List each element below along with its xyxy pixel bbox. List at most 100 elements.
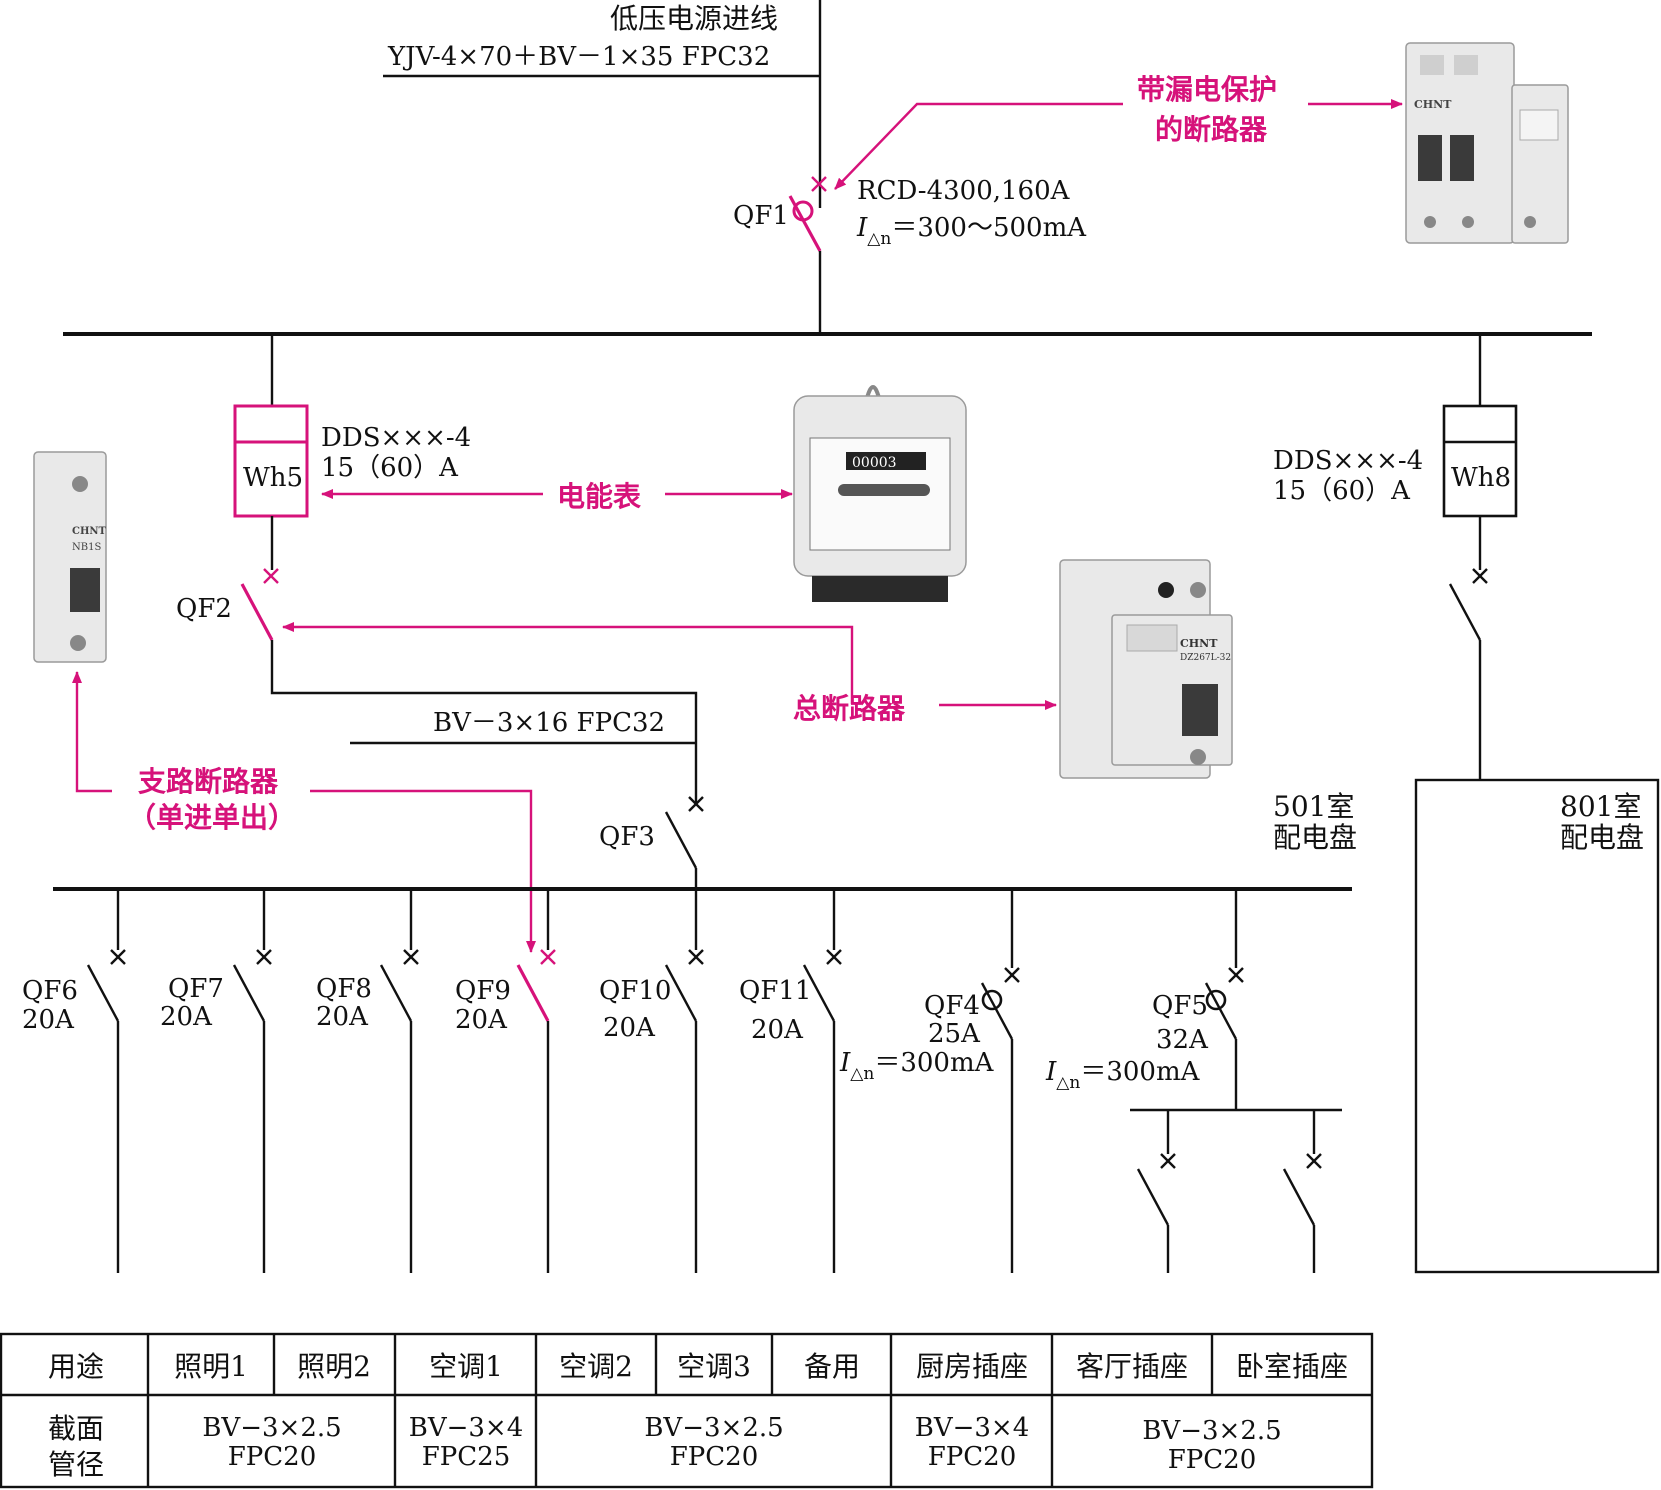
qf1-model: RCD-4300,160A (857, 176, 1071, 206)
wh5-model: DDS×××-4 (321, 423, 471, 453)
qf3-blade (664, 811, 698, 869)
meter-photo-digits: 00003 (852, 455, 897, 471)
qf4-residual-circle (981, 989, 1003, 1011)
wh8-box (1442, 404, 1518, 518)
qf2-label: QF2 (176, 594, 232, 624)
incoming-cable-label: YJV-4×70＋BV－1×35 FPC32 (387, 42, 770, 72)
main-photo-screw-c (1190, 749, 1206, 765)
rcd-photo-screw (1424, 216, 1436, 228)
rcd-photo-terminal (1420, 55, 1444, 75)
mcb-photo-brand: CHNT (72, 526, 107, 537)
qf1-breaker: QF1 RCD-4300,160A I△n＝300～500mA (733, 176, 1087, 334)
meter-photo-counter (846, 452, 926, 470)
table-row2-header-line2: 管径 (48, 1448, 104, 1481)
branch-qf11: QF11 20A (739, 889, 842, 1273)
main-photo-brand: CHNT (1180, 637, 1218, 650)
qf1-label: QF1 (733, 201, 789, 231)
qf10-label: QF10 (599, 976, 671, 1006)
qf2-to-qf3-line (270, 640, 698, 805)
qf4-residual-symbol: I (839, 1048, 851, 1078)
branch-qf6: QF6 20A (22, 889, 126, 1273)
wh8-rating: 15（60）A (1273, 476, 1411, 506)
qf5-residual-sub: △n (1056, 1073, 1080, 1093)
branch-qf9: QF9 20A (455, 889, 556, 1273)
rcd-breaker-photo: CHNT (1405, 42, 1569, 244)
table-use-cell-e: 空调3 (677, 1350, 751, 1383)
qf11-blade (802, 964, 836, 1022)
qf11-label: QF11 (739, 976, 811, 1006)
branch-breaker-photo: CHNT NB1S (33, 451, 107, 663)
wh8-model: DDS×××-4 (1273, 446, 1423, 476)
mcb-photo-model: NB1S (72, 542, 101, 553)
main-breaker-callout-text: 总断路器 (793, 692, 906, 725)
feeder-cable-label: BV－3×16 FPC32 (433, 708, 665, 738)
table-spec-line2: FPC20 (228, 1442, 317, 1472)
qf3-label: QF3 (599, 822, 655, 852)
qf9-rating: 20A (455, 1005, 508, 1035)
qf8-blade (379, 964, 413, 1022)
qf2-breaker: QF2 (176, 568, 698, 805)
qf4-residual-sub: △n (850, 1064, 874, 1084)
qf5-residual-symbol: I (1045, 1057, 1057, 1087)
qf4-label: QF4 (924, 991, 980, 1021)
main-photo-model: DZ267L-32 (1180, 653, 1231, 663)
incoming-supply: 低压电源进线 YJV-4×70＋BV－1×35 FPC32 (383, 0, 822, 208)
table-spec-line2-d: FPC20 (928, 1442, 1017, 1472)
qf1-residual-value: ＝300～500mA (891, 213, 1087, 243)
qf11-rating: 20A (751, 1015, 804, 1045)
table-spec-line1-d: BV−3×4 (915, 1413, 1030, 1443)
wh8-breaker-blade (1448, 583, 1482, 641)
branch-callout-arrow-up (72, 671, 112, 793)
qf5-residual-value: ＝300mA (1080, 1057, 1200, 1087)
table-border (0, 1332, 1374, 1489)
branch-callout-line2: （单进单出） (128, 801, 296, 834)
meter-callout: 电能表 (321, 480, 793, 513)
qf7-x-mark-b (256, 949, 272, 965)
table-spec-line1-b: BV−3×4 (409, 1413, 524, 1443)
main-photo-toggle (1182, 684, 1218, 736)
qf1-blade (788, 195, 822, 252)
main-photo-screw-b (1190, 582, 1206, 598)
main-breaker-photo: CHNT DZ267L-32 (1059, 559, 1233, 779)
table-spec-line2-c: FPC20 (670, 1442, 759, 1472)
qf9-label: QF9 (455, 976, 511, 1006)
wh5-label: Wh5 (243, 463, 303, 493)
table-use-cell-c: 空调1 (429, 1350, 503, 1383)
qf3-x-mark-b (688, 796, 704, 812)
qf10-blade (664, 964, 698, 1022)
meter-photo-terminals (812, 576, 948, 602)
qf5-residual-circle (1205, 989, 1227, 1011)
meter-wh5: Wh5 DDS×××-4 15（60）A (233, 334, 471, 570)
branch-qf4: QF4 25A I△n＝300mA (839, 889, 1020, 1273)
qf5-x-mark-b (1228, 967, 1244, 983)
table-spec-line1-c: BV−3×2.5 (644, 1413, 783, 1443)
qf7-blade (232, 964, 266, 1022)
rcd-photo-module (1511, 84, 1569, 244)
rcd-photo-toggle (1418, 135, 1442, 181)
qf1-x-mark-b (811, 176, 827, 192)
branch-callout-arrow-down (310, 789, 536, 953)
qf4-residual-value: ＝300mA (874, 1048, 994, 1078)
rcd-photo-terminal-b (1454, 55, 1478, 75)
qf8-rating: 20A (316, 1002, 369, 1032)
qf3-breaker: QF3 (599, 796, 704, 889)
branch-breaker-callout: 支路断路器 （单进单出） (72, 671, 536, 953)
table-use-cell-d: 空调2 (559, 1350, 633, 1383)
rcd-photo-screw-c (1524, 216, 1536, 228)
panel-501-line2: 配电盘 (1273, 821, 1357, 854)
qf5-sub2-x-b (1306, 1153, 1322, 1169)
main-photo-screw (1158, 582, 1174, 598)
qf4-residual: I△n＝300mA (839, 1048, 995, 1084)
qf6-x-mark-b (110, 949, 126, 965)
qf10-rating: 20A (603, 1013, 656, 1043)
branch-circuits: QF6 20A QF7 20A QF8 20A (22, 889, 1342, 1273)
qf1-residual: I△n＝300～500mA (856, 213, 1087, 249)
table-use-cell: 照明1 (174, 1350, 248, 1383)
main-breaker-callout: 总断路器 (282, 622, 1057, 725)
wh5-box (233, 404, 309, 518)
feeder-cable: BV－3×16 FPC32 (350, 708, 696, 745)
rcd-callout-line1: 带漏电保护 (1137, 73, 1277, 106)
qf9-x-mark-b (540, 949, 556, 965)
panel-801-line1: 801室 (1560, 790, 1641, 823)
circuit-table: 用途 照明1 照明2 空调1 空调2 空调3 备用 厨房插座 客厅插座 卧室插座… (0, 1332, 1374, 1489)
